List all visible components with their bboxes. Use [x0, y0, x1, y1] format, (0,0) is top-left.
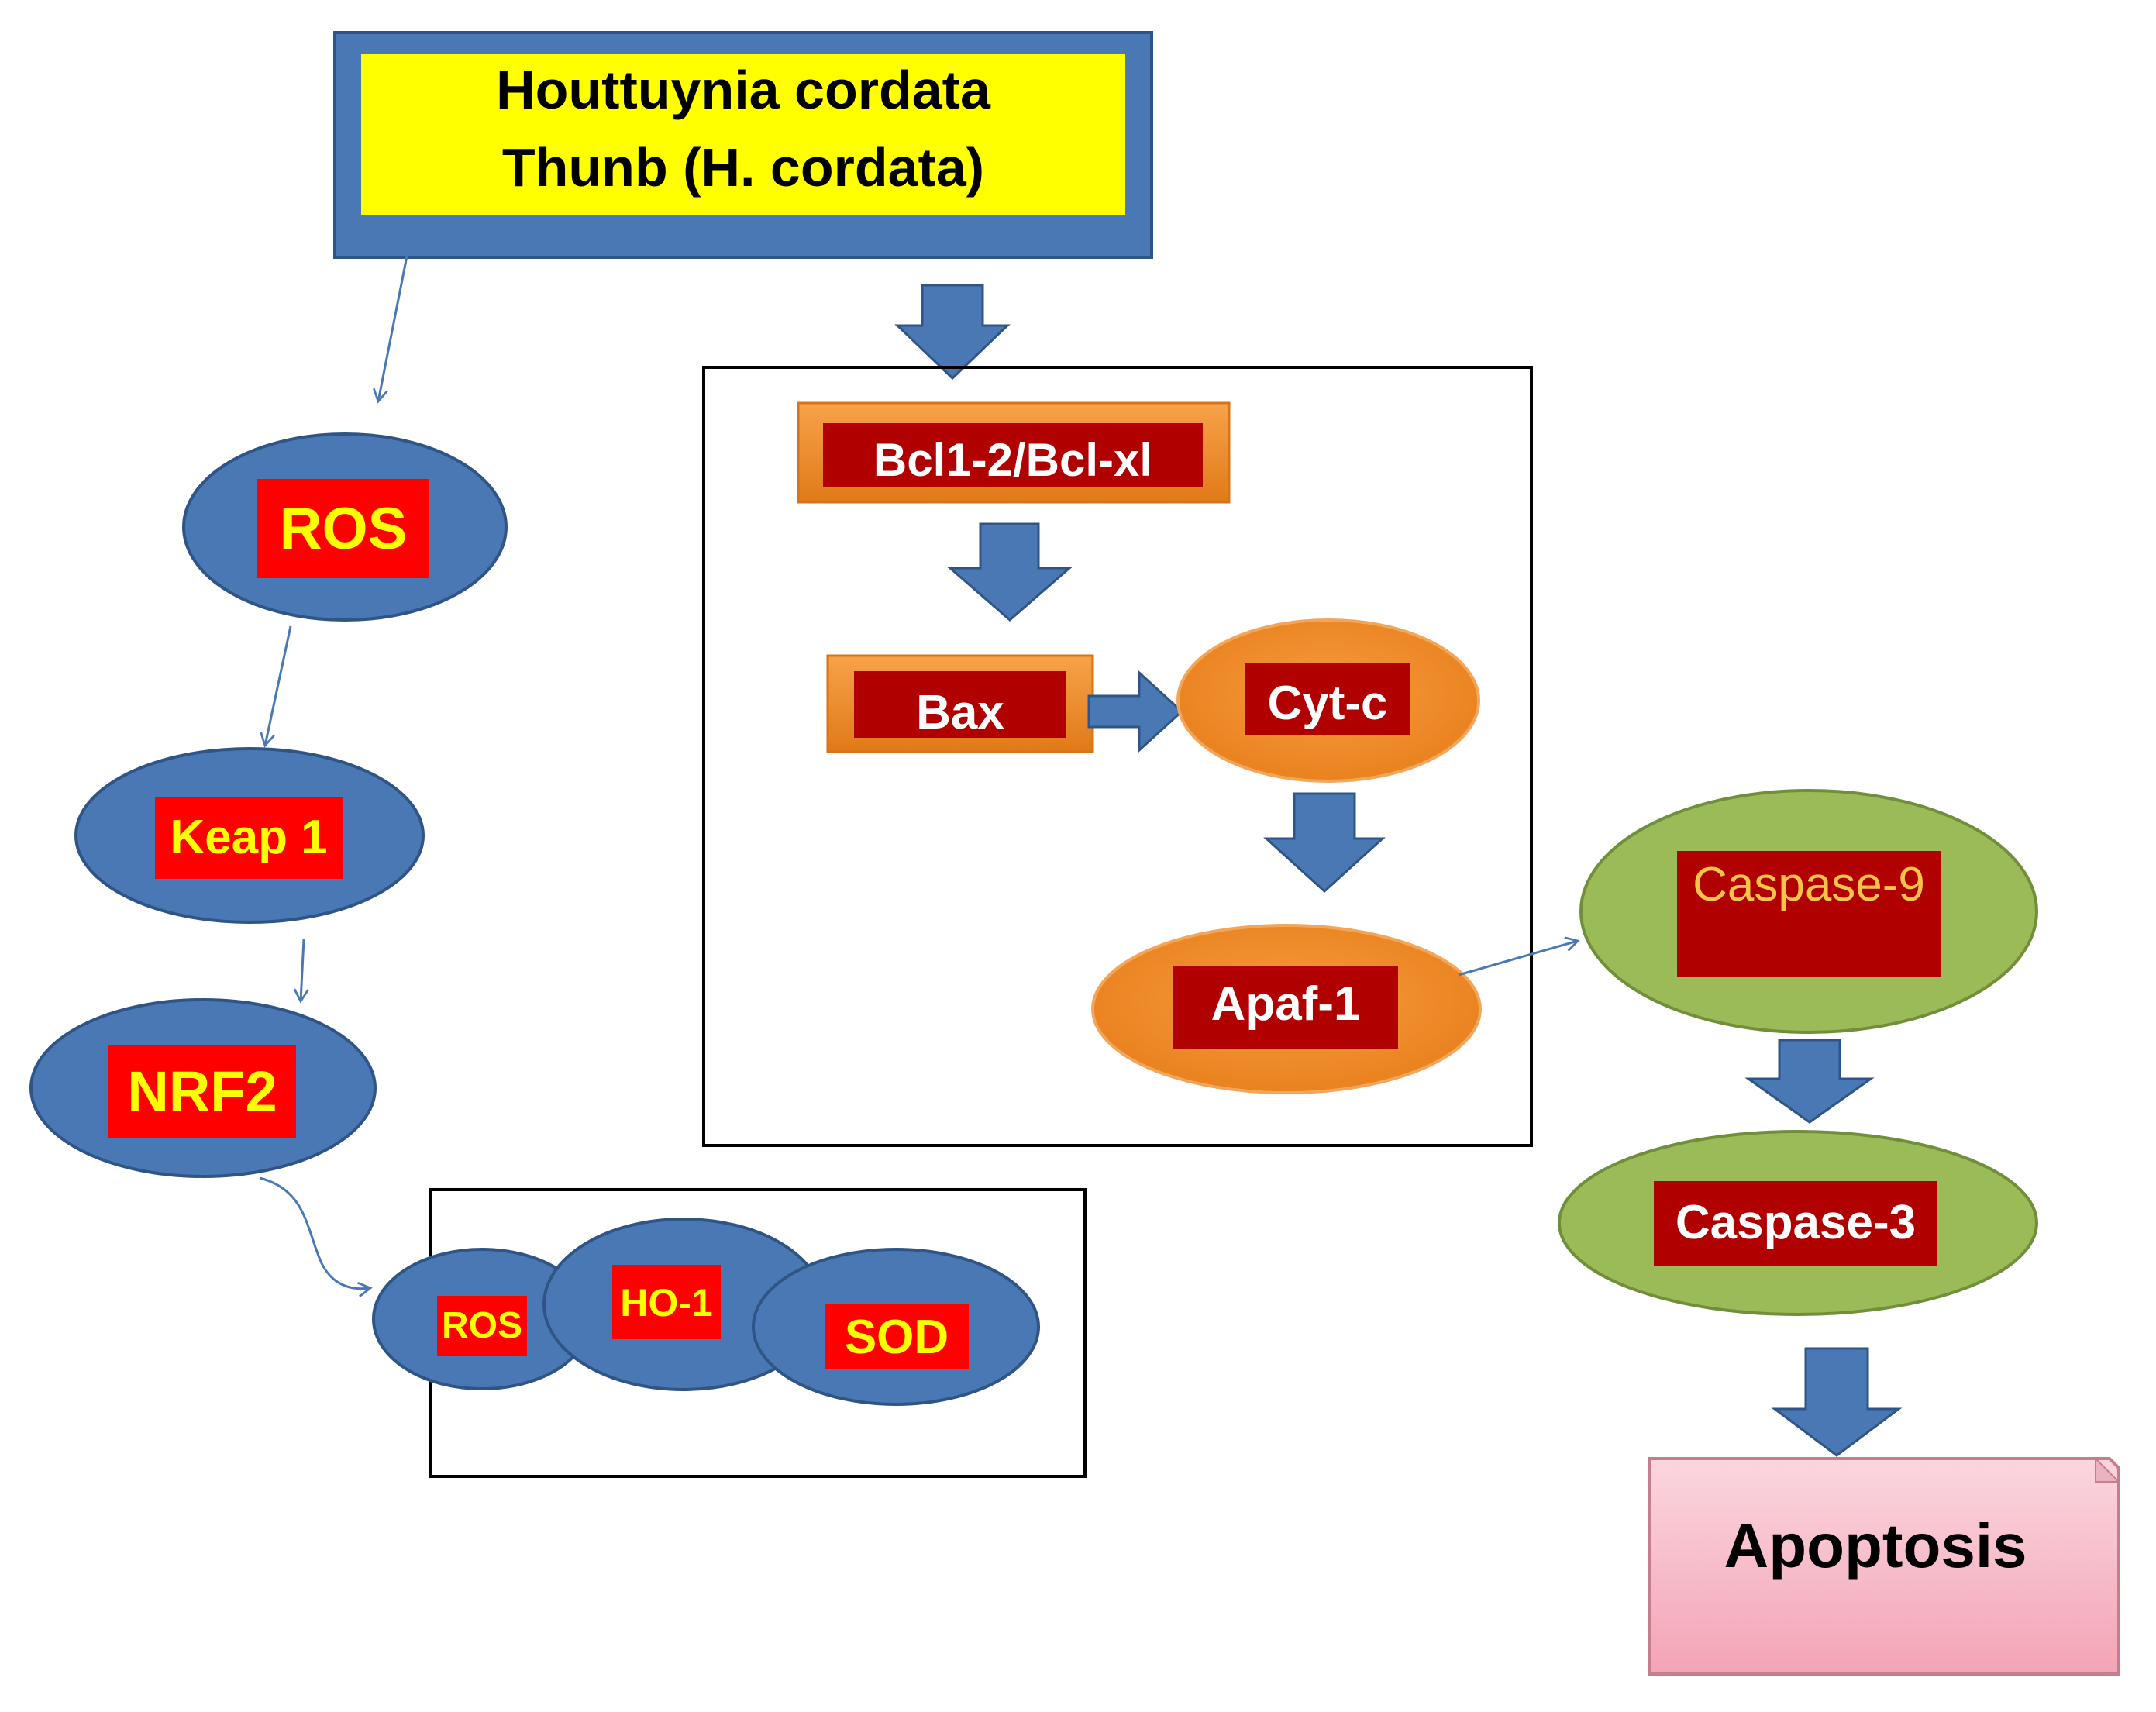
node-sod: SOD: [752, 1248, 1040, 1406]
node-caspase9: Caspase-9: [1579, 789, 2038, 1034]
title-line-2: Thunb (H. cordata): [502, 137, 984, 198]
node-apaf1-label: Apaf-1: [1211, 977, 1361, 1031]
node-cytc: Cyt-c: [1176, 618, 1480, 783]
block-arrow-bcl-to-bax: [946, 522, 1073, 622]
block-arrow-caspase9-to-caspase3: [1744, 1039, 1875, 1124]
block-arrow-bax-to-cytc: [1087, 670, 1184, 753]
node-nrf2-label: NRF2: [127, 1059, 277, 1124]
node-ros: ROS: [182, 432, 508, 622]
node-cytc-label: Cyt-c: [1267, 677, 1387, 730]
node-keap1: Keap 1: [74, 747, 425, 924]
node-apoptosis: Apoptosis: [1648, 1456, 2121, 1676]
node-sod-label: SOD: [845, 1311, 949, 1364]
arrow-ros-to-keap1: [260, 625, 292, 748]
node-bcl-label: Bcl1-2/Bcl-xl: [873, 434, 1152, 486]
arrow-title-to-ros: [373, 216, 416, 404]
node-caspase3-label: Caspase-3: [1676, 1196, 1916, 1249]
node-ros-small: ROS: [372, 1248, 592, 1390]
node-caspase3: Caspase-3: [1558, 1130, 2038, 1316]
node-keap1-label: Keap 1: [170, 811, 327, 864]
block-arrow-title-to-bcl: [894, 284, 1011, 381]
title-line-1: Houttuynia cordata: [496, 60, 991, 120]
node-bcl: Bcl1-2/Bcl-xl: [797, 401, 1231, 504]
node-bax: Bax: [826, 654, 1094, 753]
node-ros-small-label: ROS: [442, 1305, 522, 1346]
title-box: Houttuynia cordata Thunb (H. cordata): [333, 31, 1153, 259]
mitochondrial-box: [702, 366, 1533, 1147]
node-caspase9-label: Caspase-9: [1693, 858, 1925, 911]
arrow-nrf2-to-antioxidants: [259, 1176, 373, 1297]
block-arrow-caspase3-to-apoptosis: [1771, 1347, 1903, 1457]
arrow-apaf1-to-caspase9: [1458, 936, 1580, 977]
node-bax-label: Bax: [916, 686, 1004, 739]
node-ho1-label: HO-1: [620, 1281, 712, 1324]
node-apoptosis-label: Apoptosis: [1724, 1511, 2027, 1580]
node-apaf1: Apaf-1: [1091, 924, 1482, 1094]
arrow-keap1-to-nrf2: [293, 939, 309, 1004]
block-arrow-cytc-to-apaf1: [1263, 792, 1386, 894]
node-nrf2: NRF2: [29, 998, 377, 1178]
node-ros-label: ROS: [280, 496, 408, 562]
